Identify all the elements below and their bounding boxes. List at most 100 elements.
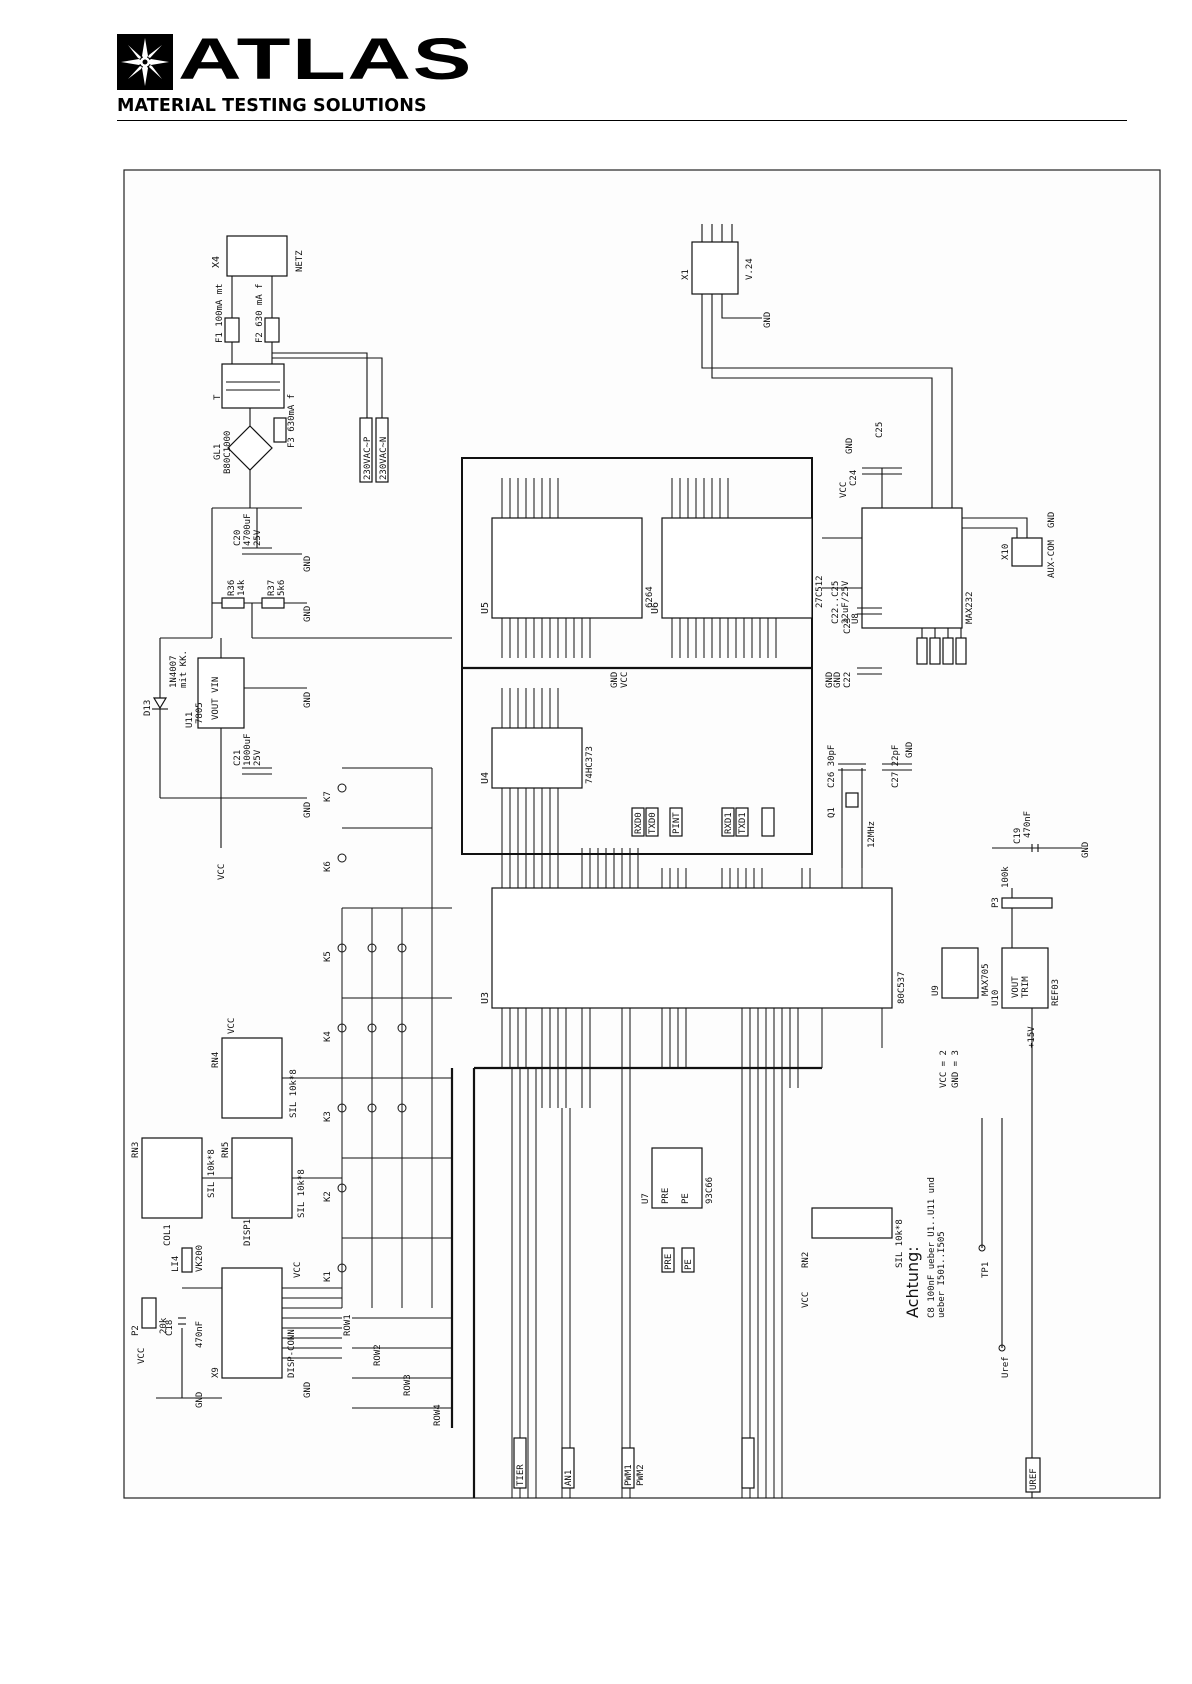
u10-label: U10 <box>991 990 1001 1006</box>
x1-label: X1 <box>681 269 691 280</box>
max232-section: U8 MAX232 22uF/25V C22..C25 C23 C22 C24 … <box>822 422 1057 688</box>
schematic-sheet: X4 NETZ F1 100mA mt F2 630 mA f T 230VAC… <box>122 168 1162 1500</box>
k1-label: K1 <box>323 1271 333 1282</box>
u10-trim: TRIM <box>1021 976 1031 998</box>
k6-label: K6 <box>323 861 333 872</box>
x4-netz-connector <box>226 235 288 277</box>
p2-value: 20k <box>159 1317 169 1334</box>
u7-chip: 93C66 <box>705 1177 715 1204</box>
f2-label: F2 630 mA f <box>255 283 265 343</box>
gnd-label: GND <box>610 672 620 688</box>
atlas-logo-icon <box>117 34 173 90</box>
memory-bus-frame <box>461 457 813 855</box>
gnd-label: GND <box>763 312 773 328</box>
c19-label: C19 <box>1013 828 1023 844</box>
q1-crystal <box>845 792 859 808</box>
rn2-label: RN2 <box>801 1252 811 1268</box>
tier-tag: TIER <box>516 1464 526 1486</box>
rn2-type: SIL 10k*8 <box>895 1219 905 1268</box>
gnd-label: GND <box>833 672 843 688</box>
gnd-label: GND <box>1081 842 1091 858</box>
c22-25-value: 22uF/25V <box>841 580 851 624</box>
d13-note: mit KK. <box>179 650 189 688</box>
v24-label: V.24 <box>745 258 755 280</box>
rn2-resistor-network <box>811 1207 893 1239</box>
li4-value: VK200 <box>195 1245 205 1272</box>
rxd0-tag: RXD0 <box>634 812 644 834</box>
d13-value: 1N4007 <box>169 655 179 688</box>
f1-label: F1 100mA mt <box>215 283 225 343</box>
vcc-label: VCC <box>227 1018 237 1034</box>
u5-chip: 6264 <box>645 586 655 608</box>
u11-label: U11 <box>185 712 195 728</box>
rn4-label: RN4 <box>211 1052 221 1068</box>
rn3-type: SIL 10k*8 <box>207 1149 217 1198</box>
gnd-label: GND <box>845 438 855 454</box>
pwm1-tag: PWM1 <box>624 1464 634 1486</box>
u3-chip: 80C537 <box>897 971 907 1004</box>
u3-80c537-cpu <box>491 887 893 1009</box>
txd1-tag: TXD1 <box>738 812 748 834</box>
p3-value: 100k <box>1001 866 1011 888</box>
gnd-label: GND <box>825 672 835 688</box>
pint-tag: PINT <box>672 812 682 834</box>
cols-label: COL1 <box>163 1224 173 1246</box>
tp1-label: TP1 <box>981 1262 991 1278</box>
resistor-networks: RN4 SIL 10k*8 VCC RN3 SIL 10k*8 RN5 SIL … <box>131 1018 342 1246</box>
gnd-label: GND <box>1047 512 1057 528</box>
pe-tag: PE <box>684 1259 694 1270</box>
rn5-type: SIL 10k*8 <box>297 1169 307 1218</box>
c18-value: 470nF <box>195 1321 205 1348</box>
u4-label: U4 <box>480 772 491 784</box>
c26-label: C26 30pF <box>827 745 837 788</box>
k4-label: K4 <box>323 1031 333 1042</box>
k2-label: K2 <box>323 1191 333 1202</box>
uref-label: Uref <box>1001 1356 1011 1378</box>
rxd1-tag: RXD1 <box>724 812 734 834</box>
logo-wordmark: ATLAS <box>178 27 473 92</box>
r37-value: 5k6 <box>277 580 287 596</box>
u7-93c66-eeprom <box>651 1147 703 1209</box>
cpu-section: U3 80C537 <box>480 742 915 1108</box>
u9-label: U9 <box>931 985 941 996</box>
u8-max232 <box>861 507 963 629</box>
u7-pe: PE <box>681 1193 691 1204</box>
ac-n-label: 230VAC~N <box>379 437 389 480</box>
rn4-resistor-network <box>221 1037 283 1119</box>
rn5-resistor-network <box>231 1137 293 1219</box>
row4-label: ROW4 <box>433 1404 443 1426</box>
c24-label: C24 <box>849 470 859 486</box>
u11-value: 7805 <box>195 702 205 724</box>
rn4-type: SIL 10k*8 <box>289 1069 299 1118</box>
p2-label: P2 <box>131 1325 141 1336</box>
achtung-note-1: C8 100nF ueber U1..U11 und <box>927 1177 937 1318</box>
c22-label: C22 <box>843 672 853 688</box>
disp-conn-label: DISP-CONN <box>287 1329 297 1378</box>
li4-label: LI4 <box>171 1256 181 1272</box>
gl1-label: GL1 <box>213 444 223 460</box>
gnd-label: GND <box>195 1392 205 1408</box>
keypad-section: K7 K6 K5 K4 K3 K2 K1 ROW1 ROW2 ROW3 ROW4 <box>323 767 454 1428</box>
circuit-schematic: X4 NETZ F1 100mA mt F2 630 mA f T 230VAC… <box>123 169 1161 1499</box>
disp-label: DISP1 <box>243 1219 253 1246</box>
k7-label: K7 <box>323 791 333 802</box>
rn3-resistor-network <box>141 1137 203 1219</box>
c23-label: C23 <box>843 618 853 634</box>
c21-value: 1000uF <box>243 733 253 766</box>
u5-6264-sram <box>491 517 643 619</box>
page-header: ATLAS MATERIAL TESTING SOLUTIONS <box>0 0 1192 130</box>
transformer-label: T <box>213 394 223 400</box>
achtung-note-2: ueber I501..I505 <box>937 1231 947 1318</box>
gnd-label: GND <box>303 606 313 622</box>
p3-label: P3 <box>991 897 1001 908</box>
x1-v24-connector: X1 V.24 GND <box>681 224 953 508</box>
c19-value: 470nF <box>1023 811 1033 838</box>
crystal-freq: 12MHz <box>867 821 877 848</box>
gnd-note: GND = 3 <box>951 1050 961 1088</box>
vcc-label: VCC <box>801 1292 811 1308</box>
row3-label: ROW3 <box>403 1374 413 1396</box>
vcc-label: VCC <box>217 864 227 880</box>
d13-label: D13 <box>143 700 153 716</box>
x9-label: X9 <box>211 1367 221 1378</box>
c22-25-label: C22..C25 <box>831 581 841 624</box>
